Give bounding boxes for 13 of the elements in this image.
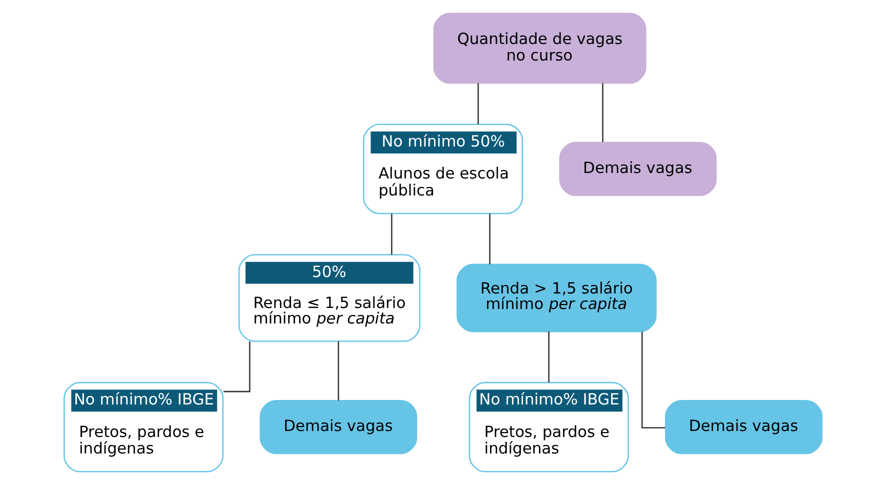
connector: [641, 332, 666, 428]
connector: [489, 214, 490, 264]
connector: [602, 83, 604, 142]
connector: [391, 214, 392, 255]
node-box: Demais vagas: [665, 400, 822, 454]
connector: [223, 342, 250, 392]
node-box: Demais vagas: [260, 400, 418, 454]
connector: [338, 341, 340, 401]
node-box: Renda > 1,5 salário mínimo per capita: [456, 264, 657, 332]
node-box: Demais vagas: [559, 142, 717, 196]
node-box: Quantidade de vagas no curso: [433, 12, 646, 84]
connector: [548, 332, 550, 382]
connector: [478, 83, 479, 124]
